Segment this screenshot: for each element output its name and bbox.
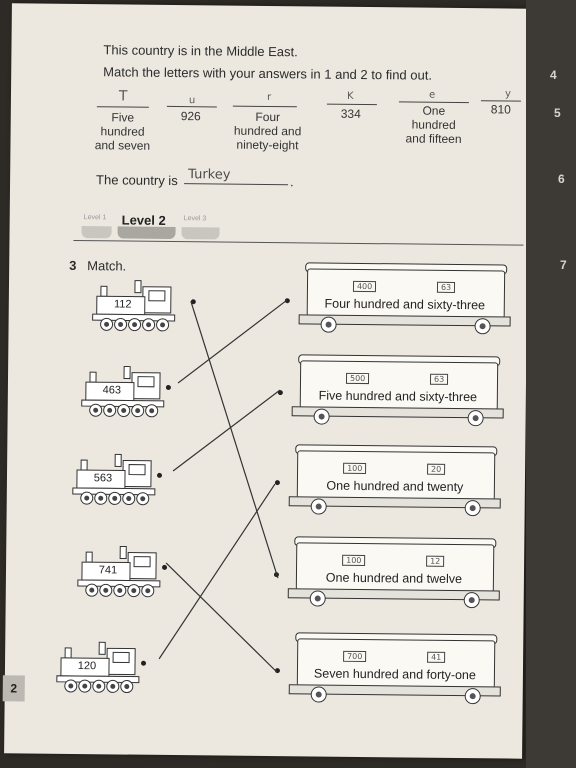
engine: 741 — [76, 544, 187, 606]
engine-drawing — [92, 280, 176, 332]
match-line — [177, 299, 288, 384]
engine: 563 — [71, 452, 182, 514]
facing-page-number: 7 — [560, 258, 567, 272]
match-line — [158, 483, 276, 660]
page-number: 2 — [2, 675, 25, 702]
facing-page-edge: 4 5 6 7 — [526, 0, 576, 768]
facing-page-number: 6 — [558, 172, 565, 186]
facing-page-number: 5 — [554, 106, 561, 120]
engine-drawing — [72, 453, 156, 506]
workbook-page: This country is in the Middle East. Matc… — [2, 3, 530, 759]
engine: 120 — [55, 640, 166, 702]
engine: 463 — [80, 364, 191, 426]
engine-drawing — [56, 641, 140, 694]
match-line — [165, 562, 278, 673]
engine-drawing — [81, 365, 165, 418]
match-line — [190, 301, 279, 579]
matching-lines — [158, 299, 288, 673]
engine-drawing — [77, 545, 161, 598]
engine: 112 — [90, 278, 201, 340]
facing-page-number: 4 — [550, 68, 557, 82]
match-line — [172, 389, 281, 472]
